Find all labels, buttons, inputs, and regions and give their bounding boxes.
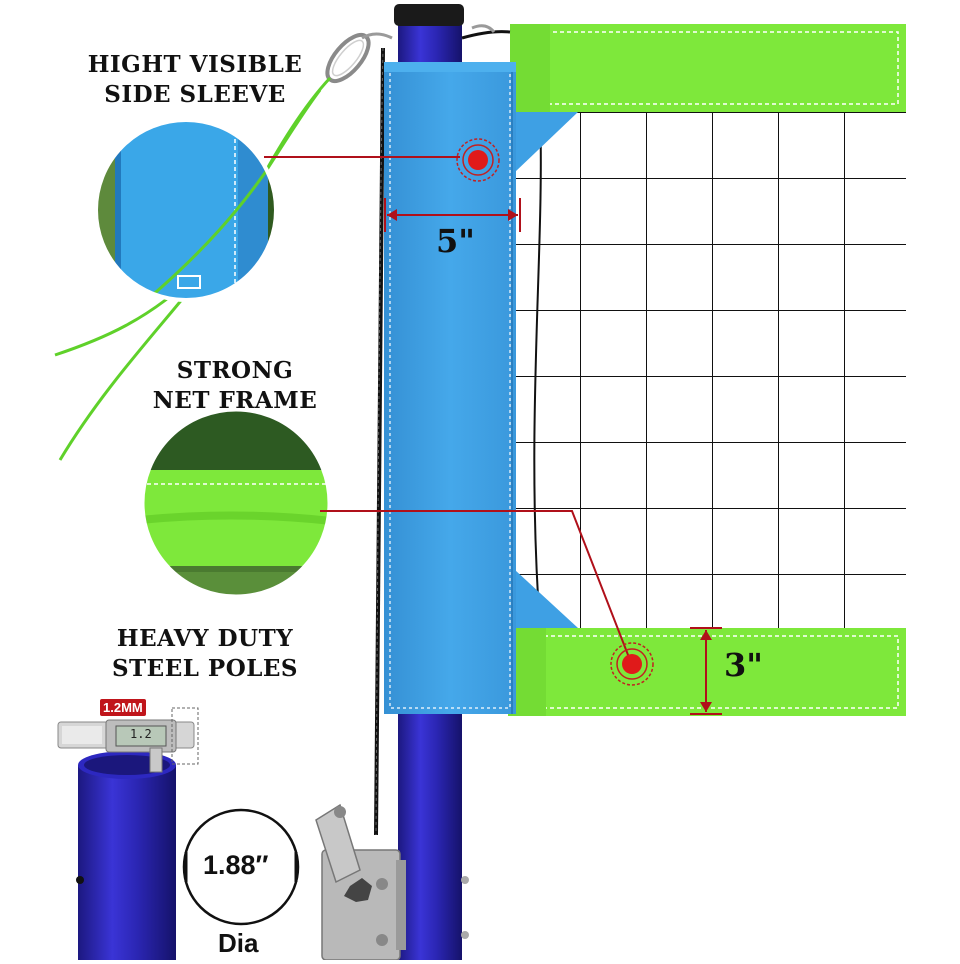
tension-rope xyxy=(374,47,385,836)
sleeve-marker xyxy=(456,138,500,182)
caliper xyxy=(57,707,199,773)
sleeve-label-line-1: HIGHT VISIBLE xyxy=(87,51,303,78)
frame-marker xyxy=(610,642,654,686)
top-frame-band xyxy=(510,24,906,112)
frame-detail-circle xyxy=(141,408,331,598)
frame-callout-line xyxy=(320,510,631,661)
corner-patch-bottom xyxy=(515,570,578,628)
frame-label-line-1: STRONG xyxy=(176,357,294,384)
sleeve-width-arrow xyxy=(384,198,521,232)
winch-icon xyxy=(315,803,406,961)
frame-height-text: 3" xyxy=(724,646,763,684)
side-sleeve xyxy=(384,62,516,714)
poles-label-line-2: STEEL POLES xyxy=(111,655,299,682)
sleeve-width-text: 5" xyxy=(436,222,475,260)
frame-feature-label: STRONG NET FRAME xyxy=(110,356,360,416)
net-mesh xyxy=(514,111,906,629)
frame-label-line-2: NET FRAME xyxy=(152,387,318,414)
diameter-badge xyxy=(182,808,300,926)
caliper-display: 1.2 xyxy=(130,727,152,741)
poles-feature-label: HEAVY DUTY STEEL POLES xyxy=(80,624,330,684)
corner-patch-top xyxy=(515,112,578,172)
sleeve-detail-circle xyxy=(94,118,278,302)
poles-label-line-1: HEAVY DUTY xyxy=(116,625,294,652)
pole-section xyxy=(76,751,176,960)
caliper-reading-badge: 1.2MM xyxy=(100,699,146,716)
sleeve-feature-label: HIGHT VISIBLE SIDE SLEEVE xyxy=(70,50,320,110)
dia-label: Dia xyxy=(218,928,259,958)
sleeve-label-line-2: SIDE SLEEVE xyxy=(104,81,286,108)
pole-diameter-text: 1.88″ xyxy=(203,850,269,880)
frame-height-arrow xyxy=(690,627,722,715)
